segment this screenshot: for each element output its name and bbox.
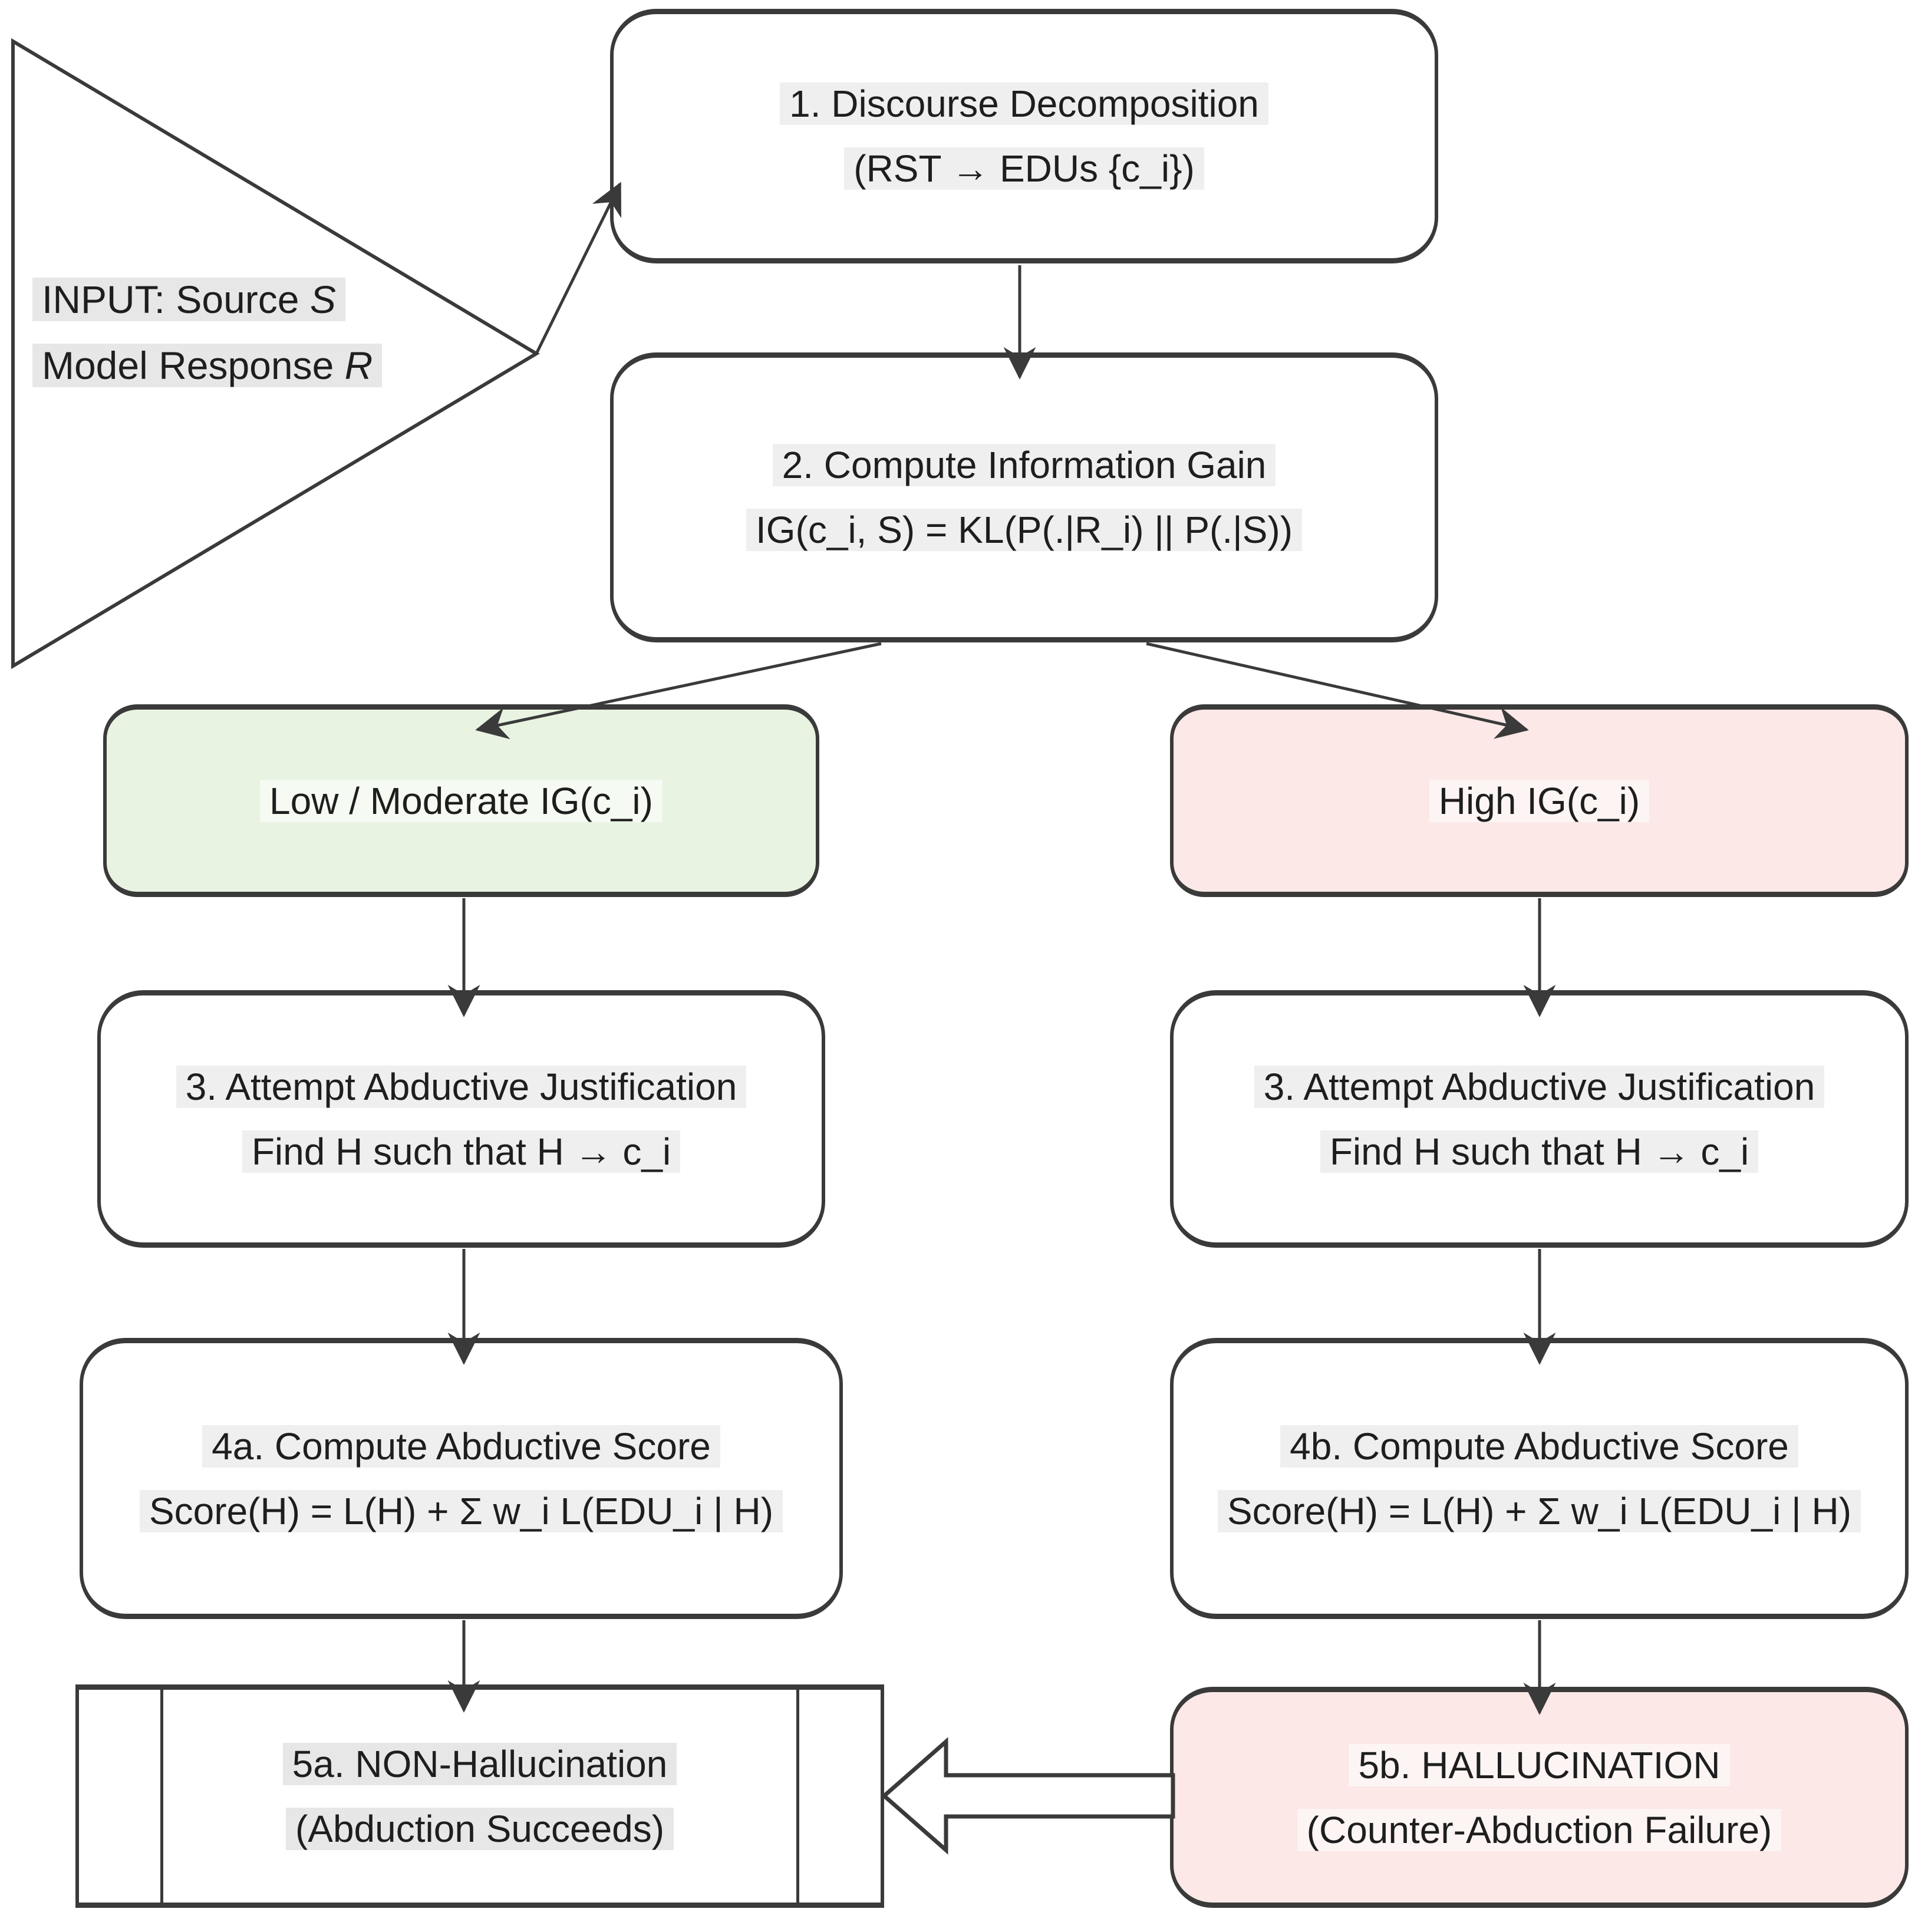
input-label-line2: Model Response R bbox=[32, 332, 383, 398]
node-step1-line1: 1. Discourse Decomposition bbox=[780, 71, 1268, 136]
edge-input-to-step1 bbox=[535, 182, 622, 355]
input-label-line1: INPUT: Source S bbox=[32, 266, 382, 332]
node-step4b-line2: Score(H) = L(H) + Σ w_i L(EDU_i | H) bbox=[1217, 1479, 1861, 1544]
node-step2-line1: 2. Compute Information Gain bbox=[772, 433, 1276, 497]
subroutine-bar-left bbox=[160, 1690, 163, 1903]
node-step4a-line2: Score(H) = L(H) + Σ w_i L(EDU_i | H) bbox=[139, 1479, 783, 1544]
node-step1-discourse-decomposition: 1. Discourse Decomposition (RST → EDUs {… bbox=[610, 9, 1438, 263]
node-step4a-abductive-score: 4a. Compute Abductive Score Score(H) = L… bbox=[80, 1338, 843, 1619]
node-step3-left-abductive-justification: 3. Attempt Abductive Justification Find … bbox=[97, 990, 825, 1248]
node-step5b-line2: (Counter-Abduction Failure) bbox=[1297, 1798, 1782, 1862]
node-step5a-line1: 5a. NON-Hallucination bbox=[282, 1732, 677, 1796]
node-step3-right-line2: Find H such that H → c_i bbox=[1320, 1119, 1759, 1184]
node-step3-left-line2: Find H such that H → c_i bbox=[242, 1119, 681, 1184]
node-step3-right-line1: 3. Attempt Abductive Justification bbox=[1254, 1054, 1825, 1119]
node-step5b-hallucination: 5b. HALLUCINATION (Counter-Abduction Fai… bbox=[1170, 1687, 1909, 1908]
node-step5a-non-hallucination: 5a. NON-Hallucination (Abduction Succeed… bbox=[75, 1684, 884, 1908]
node-step4a-line1: 4a. Compute Abductive Score bbox=[202, 1414, 720, 1479]
counter-abduction-block-arrow bbox=[881, 1737, 1175, 1855]
node-branch-high-ig: High IG(c_i) bbox=[1170, 704, 1909, 897]
node-step2-information-gain: 2. Compute Information Gain IG(c_i, S) =… bbox=[610, 352, 1438, 642]
node-step5b-line1: 5b. HALLUCINATION bbox=[1349, 1733, 1730, 1798]
input-label: INPUT: Source S Model Response R bbox=[32, 266, 383, 398]
subroutine-bar-right bbox=[796, 1690, 799, 1903]
response-variable: R bbox=[344, 344, 373, 387]
node-branch-low-moderate-ig: Low / Moderate IG(c_i) bbox=[103, 704, 819, 897]
node-step1-line2: (RST → EDUs {c_i}) bbox=[844, 136, 1204, 201]
node-step2-line2: IG(c_i, S) = KL(P(.|R_i) || P(.|S)) bbox=[746, 497, 1303, 562]
branch-high-label: High IG(c_i) bbox=[1429, 769, 1650, 833]
source-variable: S bbox=[309, 278, 336, 321]
branch-low-label: Low / Moderate IG(c_i) bbox=[260, 769, 663, 833]
node-step5a-line2: (Abduction Succeeds) bbox=[285, 1796, 674, 1861]
node-step3-right-abductive-justification: 3. Attempt Abductive Justification Find … bbox=[1170, 990, 1909, 1248]
node-step4b-line1: 4b. Compute Abductive Score bbox=[1280, 1414, 1798, 1479]
node-step4b-abductive-score: 4b. Compute Abductive Score Score(H) = L… bbox=[1170, 1338, 1909, 1619]
node-step3-left-line1: 3. Attempt Abductive Justification bbox=[176, 1054, 747, 1119]
